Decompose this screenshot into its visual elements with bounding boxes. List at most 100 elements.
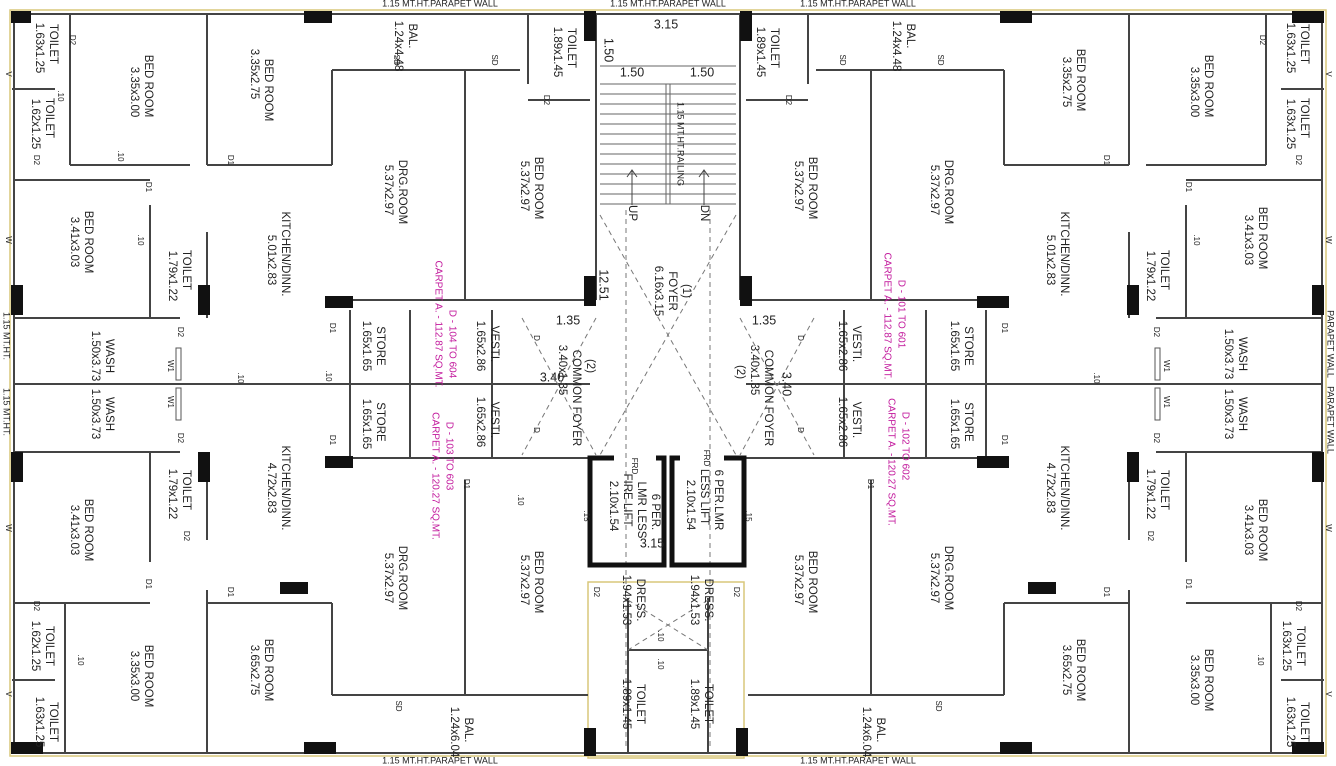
tr-vest-size: 1.65x2.86 xyxy=(836,320,849,372)
tl-wash-name: WASH xyxy=(103,338,116,374)
tag-sd-a: SD xyxy=(392,54,402,66)
tag-d2-l: D2 xyxy=(1294,154,1304,166)
tag-10-d: .10 xyxy=(236,372,246,384)
tr-bed2-name: BED ROOM xyxy=(1202,54,1215,118)
tag-d1-d: D1 xyxy=(328,434,338,446)
stair-half-right: 1.50 xyxy=(689,65,715,80)
tr-bal-size: 1.24x4.48 xyxy=(890,20,903,72)
tl-drg-name: DRG.ROOM xyxy=(396,159,409,225)
bl-toilet1-size: 1.79x1.22 xyxy=(166,468,179,520)
tr-toilet4-name: TOILET xyxy=(1158,249,1171,291)
tag-10-h: .10 xyxy=(656,630,666,642)
cfoyer-right-d2: 3.40 xyxy=(779,371,794,397)
bl-bal-name: BAL. xyxy=(462,717,475,743)
unit-tr-line2: CARPET A. - 112.87 SQ.MT. xyxy=(881,252,893,380)
br-wash-size: 1.50x3.73 xyxy=(1222,388,1235,440)
tag-10-f: .10 xyxy=(516,494,526,506)
br-bed4-name: BED ROOM xyxy=(1202,648,1215,712)
tl-vest-name: VESTI. xyxy=(488,325,501,363)
tr-kitchen-size: 5.01x2.83 xyxy=(1044,234,1057,286)
br-toilet2-size: 1.63x1.25 xyxy=(1280,620,1293,672)
c-toilet-left-name: TOILET xyxy=(634,683,647,725)
tag-d-c: D xyxy=(796,335,806,341)
tag-d2-m: D2 xyxy=(1152,326,1162,338)
tr-bed1-size: 3.35x2.75 xyxy=(1060,56,1073,108)
bl-vest-size: 1.65x2.86 xyxy=(474,396,487,448)
tr-vest-name: VESTI. xyxy=(850,325,863,363)
foyer-num: (1) xyxy=(680,283,693,299)
tag-d1-j: D1 xyxy=(1000,322,1010,334)
tag-sd-d: SD xyxy=(936,54,946,66)
tr-store-size: 1.65x1.65 xyxy=(948,320,961,372)
tag-15-b: .15 xyxy=(744,510,754,522)
bl-bal-size: 1.24x6.04 xyxy=(448,706,461,758)
tr-bed3-name: BED ROOM xyxy=(806,156,819,220)
tag-d2-d: D2 xyxy=(176,326,186,338)
tag-10-g: .10 xyxy=(76,654,86,666)
bl-bed2-name: BED ROOM xyxy=(532,550,545,614)
unit-br-line2: CARPET A. - 120.27 SQ.MT. xyxy=(885,398,897,526)
c-dress-right-name: DRESS. xyxy=(702,578,715,622)
tag-d-d: D xyxy=(796,427,806,433)
tl-kitchen-name: KITCHEN/DINN. xyxy=(279,211,292,297)
tl-store-name: STORE xyxy=(374,326,387,366)
br-kitchen-size: 4.72x2.83 xyxy=(1044,462,1057,514)
tr-toilet1-size: 1.89x1.45 xyxy=(754,26,767,78)
lift-size: 2.10x1.54 xyxy=(684,479,697,531)
br-vest-size: 1.65x2.86 xyxy=(836,396,849,448)
tl-toilet1-name: TOILET xyxy=(47,23,60,65)
tag-v-b: V xyxy=(4,691,14,697)
tag-w-c: W xyxy=(1324,236,1334,244)
parapet-top-right: 1.15 MT.HT.PARAPET WALL xyxy=(800,0,916,9)
stair-half-left: 1.50 xyxy=(619,65,645,80)
bl-bed1-name: BED ROOM xyxy=(82,498,95,562)
unit-br-line1: D - 102 TO 602 xyxy=(899,411,911,481)
tr-toilet1-name: TOILET xyxy=(768,27,781,69)
tl-bed4-size: 3.41x3.03 xyxy=(68,216,81,268)
tr-drg-size: 5.37x2.97 xyxy=(928,164,941,216)
br-bed1-name: BED ROOM xyxy=(1256,498,1269,562)
lift-type: LESS LIFT xyxy=(698,468,711,526)
tl-bal-name: BAL. xyxy=(406,23,419,49)
bl-kitchen-name: KITCHEN/DINN. xyxy=(279,445,292,531)
c-toilet-left-size: 1.89x1.45 xyxy=(620,678,633,730)
cfoyer-right-size: 3.40x1.35 xyxy=(748,344,761,396)
tr-drg-name: DRG.ROOM xyxy=(942,159,955,225)
tr-bed4-name: BED ROOM xyxy=(1256,206,1269,270)
bl-store-size: 1.65x1.65 xyxy=(360,398,373,450)
tag-d1-m: D1 xyxy=(1102,586,1112,598)
tag-v-c: V xyxy=(1324,71,1334,77)
stair-down: DN xyxy=(698,204,711,222)
tag-d-b: D xyxy=(532,427,542,433)
tl-bed4-name: BED ROOM xyxy=(82,210,95,274)
tl-wash-size: 1.50x3.73 xyxy=(89,330,102,382)
br-bed2-name: BED ROOM xyxy=(806,550,819,614)
tag-d2-k: D2 xyxy=(1258,34,1268,46)
bl-drg-name: DRG.ROOM xyxy=(396,545,409,611)
tag-d1-h: D1 xyxy=(1102,154,1112,166)
stair-up: UP xyxy=(626,205,639,221)
tl-toilet4-name: TOILET xyxy=(180,249,193,291)
tl-bed1-name: BED ROOM xyxy=(142,54,155,118)
tag-d1-e: D1 xyxy=(144,578,154,590)
tl-vest-size: 1.65x2.86 xyxy=(474,320,487,372)
br-bal-name: BAL. xyxy=(874,717,887,743)
parapet-top-left: 1.15 MT.HT.PARAPET WALL xyxy=(382,0,498,9)
parapet-right-2: PARAPET WALL xyxy=(1325,386,1336,454)
tag-d1-l: D1 xyxy=(1184,578,1194,590)
tag-15-a: .15 xyxy=(582,510,592,522)
tl-toilet3-size: 1.89x1.45 xyxy=(551,26,564,78)
fire-lift-type: LMR LESS xyxy=(635,481,648,539)
br-wash-name: WASH xyxy=(1236,396,1249,432)
br-bal-size: 1.24x6.04 xyxy=(860,706,873,758)
tag-w1-d: W1 xyxy=(1162,396,1172,408)
bl-toilet2-size: 1.62x1.25 xyxy=(29,620,42,672)
parapet-left-1: 1.15 MT.HT. xyxy=(1,311,12,361)
lift-frd-left: FRD xyxy=(630,457,640,475)
tag-d1-k: D1 xyxy=(1000,434,1010,446)
tag-d2-h: D2 xyxy=(592,586,602,598)
tag-w1-c: W1 xyxy=(1162,360,1172,372)
cfoyer-left-d2: 3.40 xyxy=(539,370,565,385)
tr-bed4-size: 3.41x3.03 xyxy=(1242,214,1255,266)
